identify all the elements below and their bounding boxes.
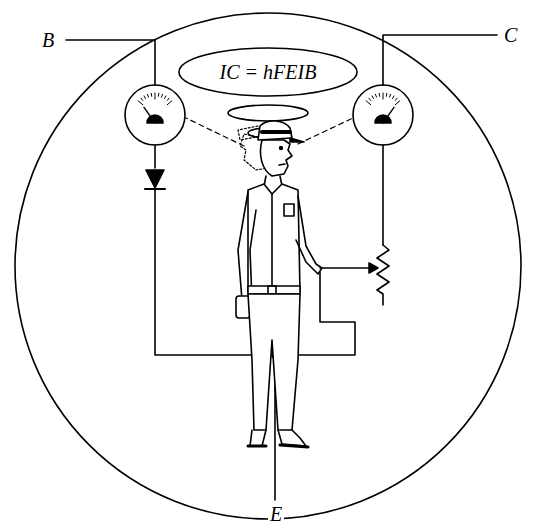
meter-pivot — [375, 115, 391, 123]
man-figure — [236, 121, 322, 447]
sight-line — [186, 118, 244, 146]
terminal-label: E — [268, 503, 284, 525]
base-wire — [154, 145, 156, 168]
diode-symbol — [145, 188, 165, 190]
thought-bubble — [228, 105, 308, 121]
gain-equation: IC = hFEIB — [220, 61, 317, 84]
meter-scale-tick — [144, 96, 146, 99]
collector-wire — [382, 145, 384, 245]
meter-scale-tick — [167, 98, 169, 100]
meter-scale-tick — [369, 98, 371, 100]
meter-scale-tick — [379, 93, 381, 96]
meter-scale-tick — [151, 93, 153, 96]
meter-scale-tick — [395, 98, 397, 100]
resistor-symbol — [377, 245, 389, 305]
meter-scale-tick — [165, 96, 167, 99]
meter-scale-tick — [138, 101, 143, 105]
meter-scale-tick — [372, 96, 374, 99]
enclosing-circle — [15, 13, 521, 519]
meter-scale-tick — [393, 96, 395, 99]
meter-scale-tick — [383, 93, 384, 99]
collector-wire — [383, 35, 497, 85]
meter-scale-tick — [167, 101, 172, 105]
meter-scale-tick — [395, 101, 400, 105]
meter-scale-tick — [375, 94, 376, 97]
base-ammeter — [125, 85, 185, 145]
meter-scale-tick — [158, 93, 160, 96]
meter-scale-tick — [141, 98, 143, 100]
terminal-label: B — [40, 29, 56, 51]
meter-scale-tick — [147, 94, 148, 97]
meter-scale-tick — [161, 94, 162, 97]
resistor-wiper — [320, 267, 372, 269]
sight-line — [298, 118, 353, 144]
meter-scale-tick — [155, 93, 156, 99]
terminal-label: C — [502, 24, 519, 46]
meter-scale-tick — [366, 101, 371, 105]
diode-symbol — [146, 170, 164, 188]
collector-ammeter — [353, 85, 413, 145]
meter-pivot — [147, 115, 163, 123]
meter-scale-tick — [389, 94, 390, 97]
thought-bubble: IC = hFEIB — [178, 47, 358, 97]
resistor-wiper — [369, 263, 378, 273]
base-wire — [66, 40, 155, 85]
meter-scale-tick — [386, 93, 388, 96]
